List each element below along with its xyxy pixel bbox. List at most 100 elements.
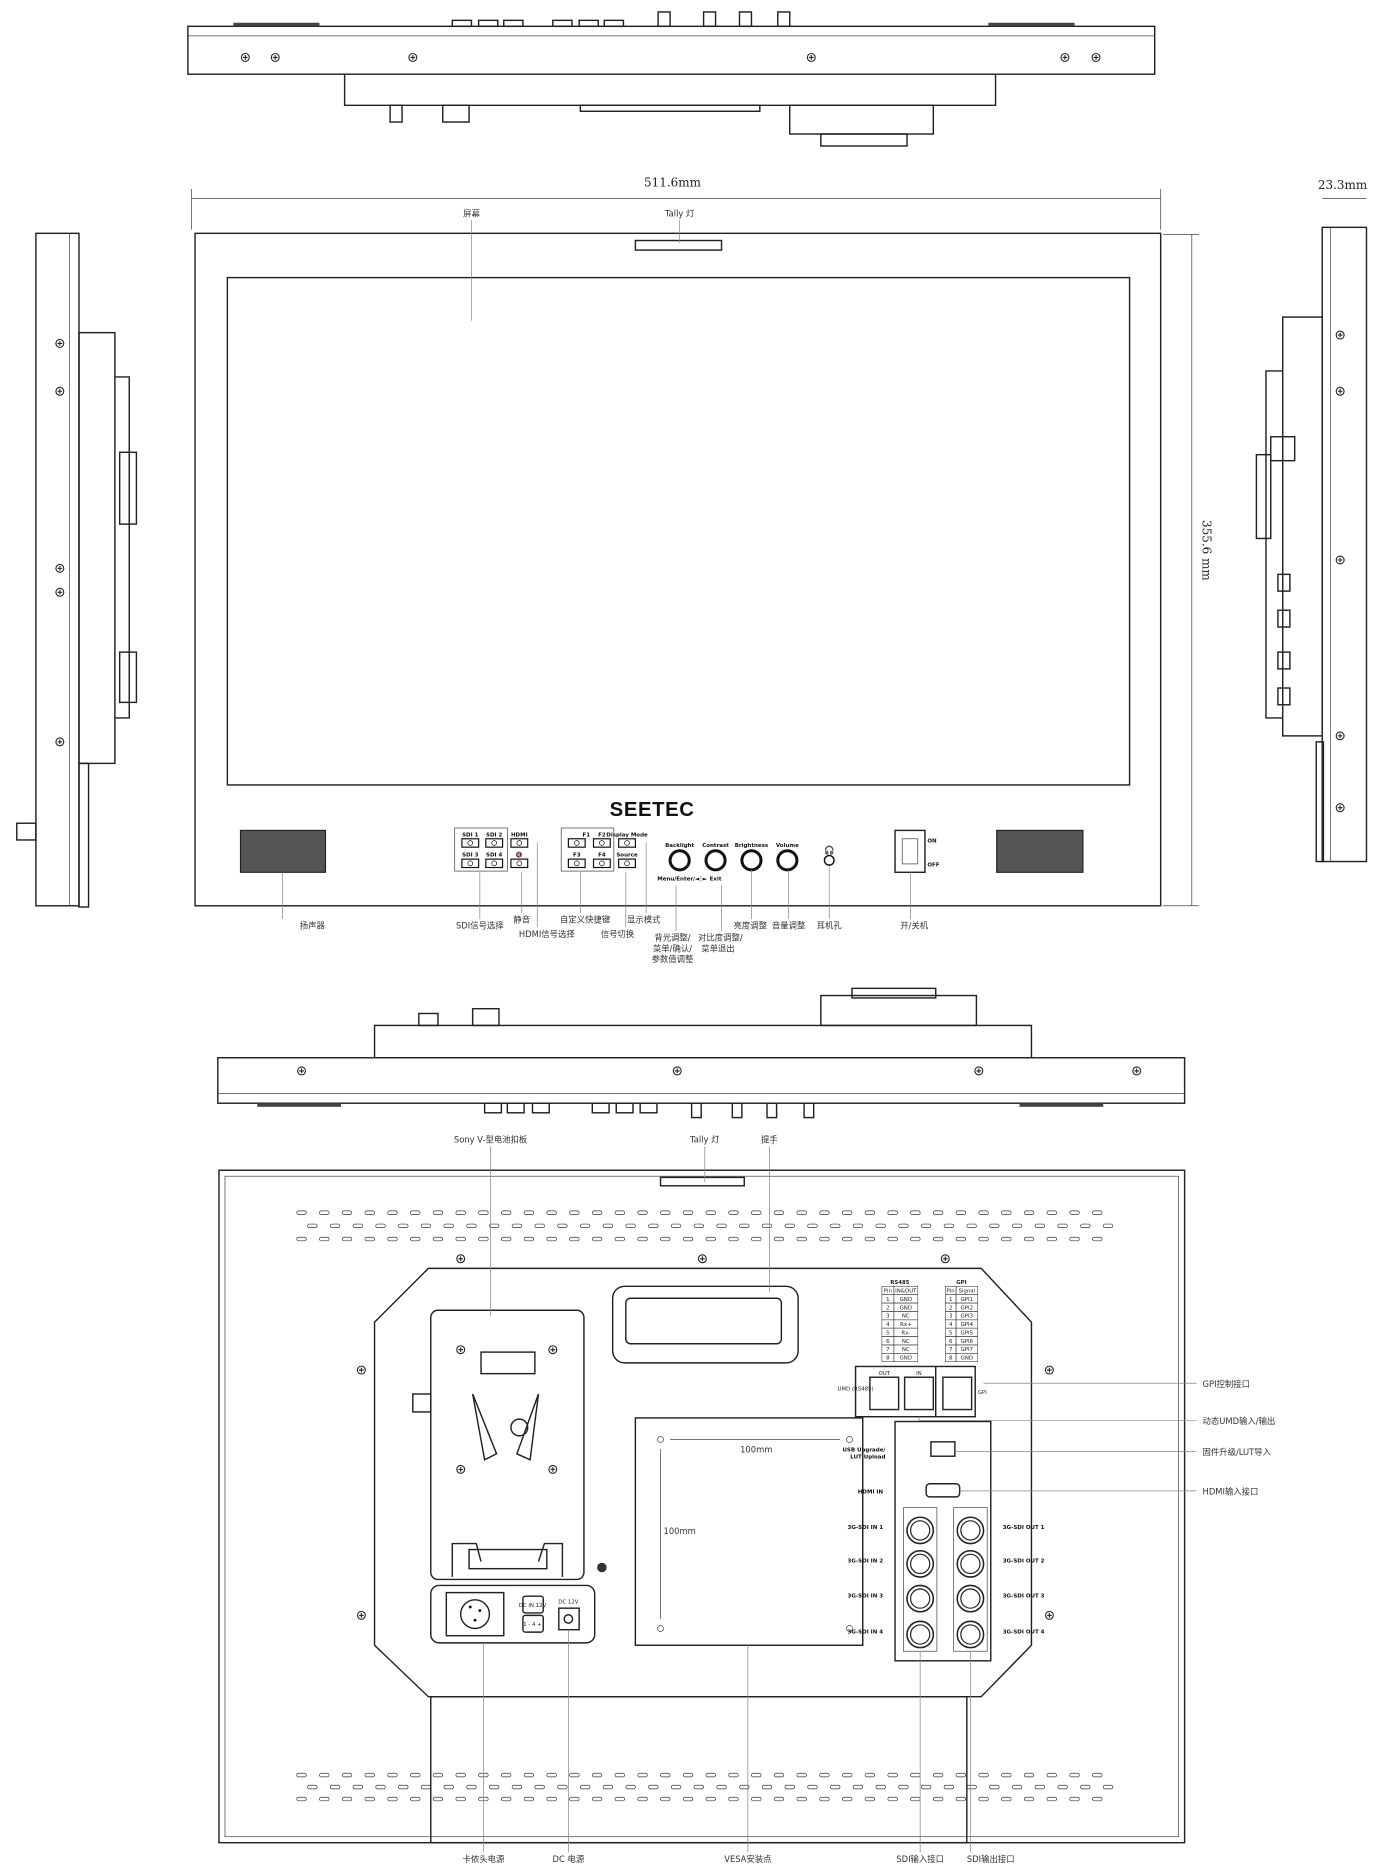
label-vesa: VESA安装点 [724, 1854, 771, 1864]
table-cell: NC [902, 1339, 910, 1345]
panel-button[interactable] [567, 838, 586, 848]
sdi-out-connector [956, 1620, 985, 1649]
table-cell: GPI6 [961, 1339, 974, 1345]
panel-button[interactable] [485, 838, 504, 848]
sdi-in-connector [906, 1584, 935, 1613]
vent-slot [887, 1236, 898, 1242]
power-switch[interactable] [894, 829, 926, 874]
mute-icon: 🔇 [516, 852, 523, 859]
table-cell: 2 [886, 1305, 889, 1311]
vent-slot [784, 1784, 795, 1790]
panel-button[interactable] [567, 858, 586, 869]
vent-slot [693, 1784, 704, 1790]
vent-slot [852, 1784, 864, 1790]
label-custom-keys: 自定义快捷键 [560, 915, 611, 925]
vent-slot [751, 1236, 762, 1242]
panel-button[interactable] [618, 838, 636, 848]
vent-slot [842, 1772, 853, 1778]
vesa-area: 100mm 100mm [634, 1417, 864, 1646]
vent-slot [830, 1223, 841, 1229]
vent-slot [307, 1784, 318, 1790]
vent-slot [796, 1796, 807, 1802]
table-cell: NC [902, 1347, 910, 1353]
vent-slot [819, 1236, 830, 1242]
vent-slot [511, 1784, 523, 1790]
vent-slot [1057, 1223, 1068, 1229]
label-speaker: 扬声器 [300, 921, 326, 931]
vent-slot [943, 1223, 955, 1229]
panel-button[interactable] [618, 858, 636, 869]
vent-slot [1092, 1236, 1103, 1242]
backlight-knob[interactable] [668, 849, 691, 872]
label-brightness: 亮度调整 [734, 921, 768, 931]
hdmi-in-label: HDMI IN [858, 1489, 884, 1495]
table-cell: 8 [949, 1356, 953, 1362]
vent-slot [1046, 1236, 1057, 1242]
vent-slot [443, 1784, 454, 1790]
vent-slot [341, 1210, 353, 1215]
table-cell: 1 [949, 1297, 952, 1303]
label-backlight-3: 参数值调整 [652, 954, 694, 964]
vent-slot [602, 1223, 614, 1229]
vent-slot [955, 1796, 966, 1802]
vent-slot [1046, 1772, 1057, 1778]
vent-slot [1001, 1796, 1012, 1802]
vent-slot [579, 1784, 591, 1790]
sdi-in-connector [906, 1516, 935, 1545]
sdi-out-label: 3G-SDI OUT 4 [1003, 1629, 1045, 1635]
vent-slot [420, 1223, 432, 1229]
panel-button[interactable] [510, 858, 529, 869]
vent-slot [557, 1784, 568, 1790]
vent-slot [660, 1236, 671, 1242]
headphone-icon: 🎧 [824, 845, 834, 855]
vent-slot [887, 1210, 898, 1215]
vent-slot [761, 1784, 773, 1790]
vent-slot [989, 1223, 1000, 1229]
panel-button[interactable] [510, 838, 529, 848]
vent-slot [670, 1784, 682, 1790]
vent-slot [511, 1223, 523, 1229]
label-handle: 提手 [761, 1135, 778, 1145]
contrast-knob[interactable] [704, 849, 727, 872]
vent-slot [614, 1236, 625, 1242]
vent-slot [1011, 1784, 1023, 1790]
width-value: 511.6mm [644, 176, 701, 190]
vent-slot [625, 1784, 636, 1790]
battery-plate [412, 1309, 607, 1581]
btn-label-display-mode: Display Mode [606, 832, 648, 838]
vent-slot [614, 1210, 625, 1215]
panel-button[interactable] [485, 858, 504, 869]
label-umd-port: 动态UMD输入/输出 [1203, 1416, 1276, 1426]
label-contrast-2: 菜单退出 [701, 943, 734, 953]
gpi-port [942, 1376, 973, 1411]
handle[interactable] [611, 1285, 799, 1364]
vent-slot [932, 1772, 944, 1778]
vent-slot [591, 1796, 603, 1802]
vent-slot [1102, 1223, 1114, 1229]
sdi-out-label: 3G-SDI OUT 3 [1003, 1593, 1045, 1599]
vent-slot [1069, 1236, 1080, 1242]
vent-slot [648, 1223, 659, 1229]
vent-slot [387, 1772, 398, 1778]
panel-button[interactable] [592, 838, 611, 848]
vent-slot [728, 1796, 739, 1802]
panel-button[interactable] [461, 858, 480, 869]
vent-slot [296, 1210, 307, 1215]
vent-slot [432, 1236, 444, 1242]
vent-slot [716, 1784, 727, 1790]
vent-slot [329, 1784, 341, 1790]
vent-slot [569, 1772, 580, 1778]
rear-tally-light [659, 1176, 745, 1187]
vent-slot [705, 1772, 716, 1778]
panel-button[interactable] [592, 858, 611, 869]
label-tally: Tally 灯 [664, 209, 695, 219]
panel-button[interactable] [461, 838, 480, 848]
vent-slot [921, 1784, 932, 1790]
btn-label-f2: F2 [598, 832, 606, 838]
power-inputs: DC IN 12V 1 - 4 + DC 12V [430, 1584, 596, 1644]
vent-slot [1034, 1223, 1045, 1229]
speaker-left [239, 829, 327, 873]
volume-knob[interactable] [776, 849, 799, 872]
vent-slot [751, 1210, 762, 1215]
